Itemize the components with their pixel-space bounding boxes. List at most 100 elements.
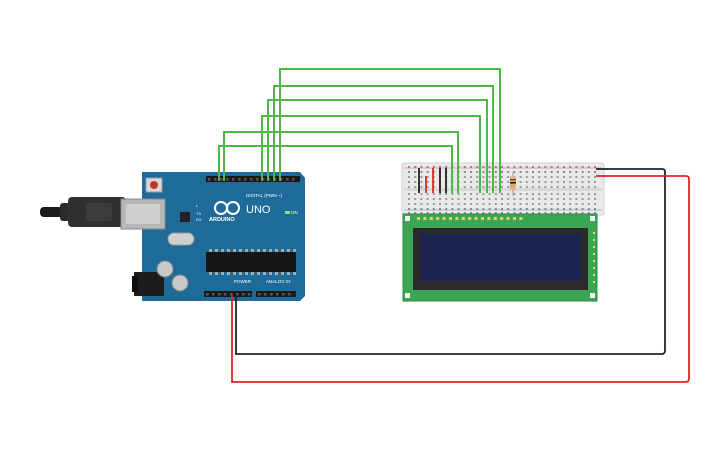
breadboard-hole [538,171,541,173]
chip-pin [263,272,266,275]
lcd-16x2-module[interactable] [402,213,598,302]
breadboard-hole [488,171,491,173]
breadboard-hole [420,171,423,173]
digital-header[interactable] [206,176,300,182]
breadboard-hole [482,208,485,210]
breadboard-hole [525,181,528,183]
wire-signal-1[interactable] [218,145,453,193]
breadboard-hole [556,176,559,178]
breadboard-hole [513,193,516,195]
usb-strain-relief [60,203,70,221]
breadboard-hole [494,181,497,183]
breadboard-hole [538,212,541,214]
breadboard-hole [569,212,572,214]
breadboard-hole [575,181,578,183]
breadboard-hole [544,181,547,183]
breadboard-hole [426,198,429,200]
analog-pin-hole [258,293,261,296]
breadboard-hole [569,181,572,183]
arduino-logo: ARDUINO [209,201,240,223]
breadboard-hole [470,198,472,200]
breadboard-hole [439,198,441,200]
wire-signal-5[interactable] [273,85,494,193]
breadboard-hole [470,171,472,173]
chip-pin [215,272,218,275]
breadboard-hole [420,181,423,183]
breadboard-hole [525,171,528,173]
breadboard-hole [569,203,572,205]
breadboard-hole [556,198,559,200]
wire-signal-4[interactable] [267,99,488,193]
breadboard-hole [408,203,410,205]
wire-power[interactable] [231,175,690,383]
breadboard-hole [550,166,553,168]
wire-signal-6[interactable] [279,68,501,193]
breadboard-hole [575,203,578,205]
breadboard-hole [525,212,528,214]
breadboard-hole [581,171,584,173]
breadboard-hole [544,186,547,188]
breadboard-hole [445,203,448,205]
breadboard-hole [494,198,497,200]
wire-signal-2[interactable] [223,131,459,193]
digital-pin-hole [280,178,283,181]
breadboard-hole [457,203,460,205]
breadboard-hole [439,212,441,214]
chip-pin [293,272,296,275]
digital-pin-hole [262,178,265,181]
breadboard-hole [594,212,596,214]
usb-cable[interactable] [40,197,126,227]
digital-pin-hole [286,178,289,181]
lcd-pin [487,217,491,220]
digital-pin-hole [220,178,223,181]
digital-pin-hole [292,178,295,181]
breadboard-hole [587,198,590,200]
resistor[interactable] [510,172,516,196]
breadboard-hole [544,208,547,210]
breadboard-hole [463,208,466,210]
breadboard-hole [525,198,528,200]
chip-pin [257,272,260,275]
capacitor-1 [156,260,174,278]
on-led [285,211,290,214]
breadboard-hole [507,193,510,195]
breadboard-hole [451,208,454,210]
breadboard-hole [470,212,472,214]
power-header[interactable] [204,291,252,297]
breadboard-hole [575,198,578,200]
breadboard-hole [488,203,491,205]
breadboard-hole [575,193,578,195]
breadboard-hole [519,176,522,178]
breadboard-hole [594,181,596,183]
breadboard-hole [414,193,417,195]
breadboard-hole [482,166,485,168]
wire-signal-3[interactable] [261,115,481,193]
breadboard-hole [501,193,503,195]
breadboard-hole [408,212,410,214]
breadboard-hole [414,186,417,188]
breadboard-hole [476,171,479,173]
breadboard-hole [476,212,479,214]
breadboard-hole [587,208,590,210]
chip-pin [233,272,236,275]
breadboard-hole [569,186,572,188]
breadboard-hole [507,176,510,178]
arduino-uno-board[interactable]: ARDUINO UNO ON L TX RX DIGITAL (PWM ~) P… [120,172,305,301]
breadboard-hole [476,176,479,178]
breadboard-hole [525,166,528,168]
chip-pin [275,272,278,275]
chip-pin [215,249,218,252]
lcd-pin [423,217,427,220]
lcd-pin [519,217,523,220]
chip-pin [269,272,272,275]
lcd-pin [506,217,510,220]
breadboard-hole [532,198,534,200]
breadboard-hole [445,166,448,168]
breadboard-hole [563,166,565,168]
wire-ground[interactable] [235,168,666,355]
breadboard-hole [476,193,479,195]
breadboard-hole [519,181,522,183]
breadboard-hole [587,176,590,178]
lcd-pin [500,217,504,220]
